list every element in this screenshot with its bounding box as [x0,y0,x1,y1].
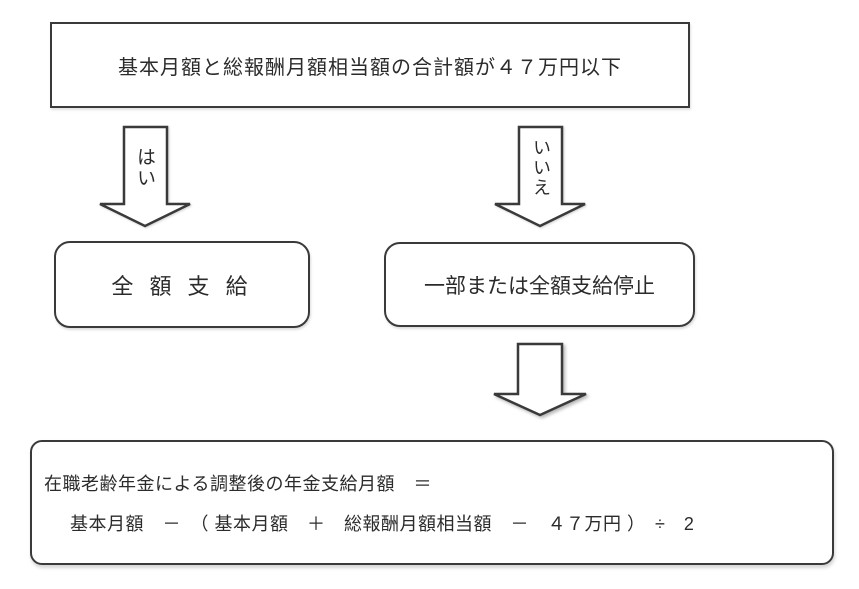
yes-down-arrow-icon [99,125,191,228]
result-down-arrow-icon [493,342,587,417]
outcome-partial-stop-text: 一部または全額支給停止 [424,274,655,298]
no-arrow-label: いいえ [531,138,551,198]
formula-line-1: 在職老齢年金による調整後の年金支給月額 ＝ [44,473,432,494]
formula-line-2: 基本月額 － （ 基本月額 ＋ 総報酬月額相当額 － ４７万円 ） ÷ 2 [70,513,695,534]
no-down-arrow-icon [494,125,586,228]
formula-box: 在職老齢年金による調整後の年金支給月額 ＝ 基本月額 － （ 基本月額 ＋ 総報… [30,440,834,565]
outcome-partial-stop-box: 一部または全額支給停止 [384,242,695,327]
yes-arrow-label: はい [134,147,155,189]
outcome-full-payment-box: 全 額 支 給 [54,241,310,328]
decision-box: 基本月額と総報酬月額相当額の合計額が４７万円以下 [50,22,690,108]
outcome-full-payment-text: 全 額 支 給 [111,273,253,299]
decision-box-text: 基本月額と総報酬月額相当額の合計額が４７万円以下 [118,56,622,79]
